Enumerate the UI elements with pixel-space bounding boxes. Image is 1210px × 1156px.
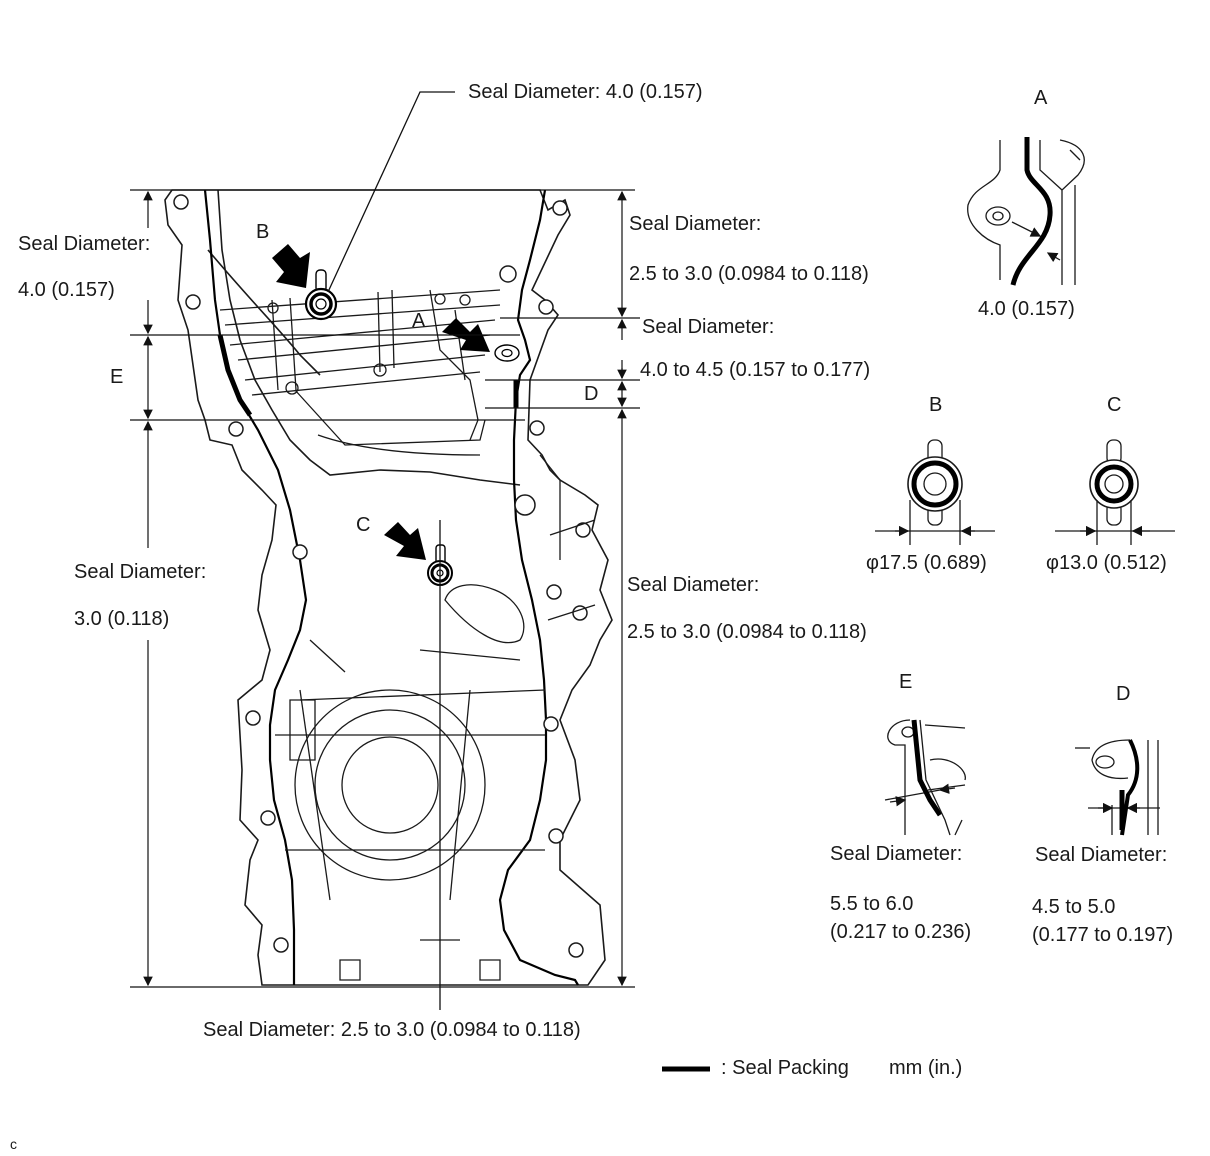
- left-bottom-title: Seal Diameter:: [74, 561, 207, 583]
- detail-b-drawing: [875, 439, 995, 545]
- arrow-b-icon: [272, 244, 310, 288]
- detail-d-line2: (0.177 to 0.197): [1032, 924, 1174, 946]
- seal-packing-path: [203, 189, 579, 986]
- crank-housing: [275, 454, 596, 981]
- right-low-title: Seal Diameter:: [627, 574, 760, 596]
- detail-c-value: φ13.0 (0.512): [1046, 552, 1167, 574]
- right-low-value: 2.5 to 3.0 (0.0984 to 0.118): [627, 621, 867, 643]
- detail-a-drawing: [967, 137, 1085, 286]
- detail-c-drawing: [1055, 439, 1175, 545]
- detail-d-title: Seal Diameter:: [1035, 844, 1168, 866]
- detail-d-label: D: [1116, 683, 1131, 705]
- bolt-bosses: [173, 194, 591, 958]
- callout-c: C: [356, 514, 371, 536]
- detail-e-title: Seal Diameter:: [830, 843, 963, 865]
- detail-e-drawing: [884, 719, 966, 836]
- callout-d: D: [584, 383, 599, 405]
- callout-b: B: [256, 221, 270, 243]
- callout-e: E: [110, 366, 124, 388]
- callout-arrows: [272, 244, 490, 560]
- cover-outline: [164, 189, 613, 986]
- arrow-c-icon: [384, 522, 426, 560]
- detail-e-label: E: [899, 671, 913, 693]
- detail-d-line1: 4.5 to 5.0: [1032, 896, 1116, 918]
- left-bottom-value: 3.0 (0.118): [74, 608, 170, 630]
- detail-b-value: φ17.5 (0.689): [866, 552, 987, 574]
- detail-b-label: B: [929, 394, 943, 416]
- right-mid-value: 4.0 to 4.5 (0.157 to 0.177): [640, 359, 871, 381]
- upper-ribs: [219, 289, 501, 456]
- callout-a: A: [412, 310, 426, 332]
- detail-a-value: 4.0 (0.157): [978, 298, 1075, 320]
- detail-c-label: C: [1107, 394, 1122, 416]
- legend-text: : Seal Packing: [721, 1057, 849, 1079]
- left-top-value: 4.0 (0.157): [18, 279, 115, 301]
- detail-a-label: A: [1034, 87, 1048, 109]
- right-top-title: Seal Diameter:: [629, 213, 762, 235]
- top-seal-note: Seal Diameter: 4.0 (0.157): [468, 81, 703, 103]
- right-top-value: 2.5 to 3.0 (0.0984 to 0.118): [629, 263, 869, 285]
- right-mid-title: Seal Diameter:: [642, 316, 775, 338]
- detail-d-drawing: [1075, 739, 1160, 836]
- left-top-title: Seal Diameter:: [18, 233, 151, 255]
- legend-units: mm (in.): [889, 1057, 963, 1079]
- corner-mark: c: [10, 1136, 17, 1152]
- bottom-seal-note: Seal Diameter: 2.5 to 3.0 (0.0984 to 0.1…: [203, 1019, 581, 1041]
- detail-e-line1: 5.5 to 6.0: [830, 893, 914, 915]
- dimension-lines: [130, 189, 640, 988]
- detail-e-line2: (0.217 to 0.236): [830, 921, 972, 943]
- leader-lines: [327, 91, 455, 1010]
